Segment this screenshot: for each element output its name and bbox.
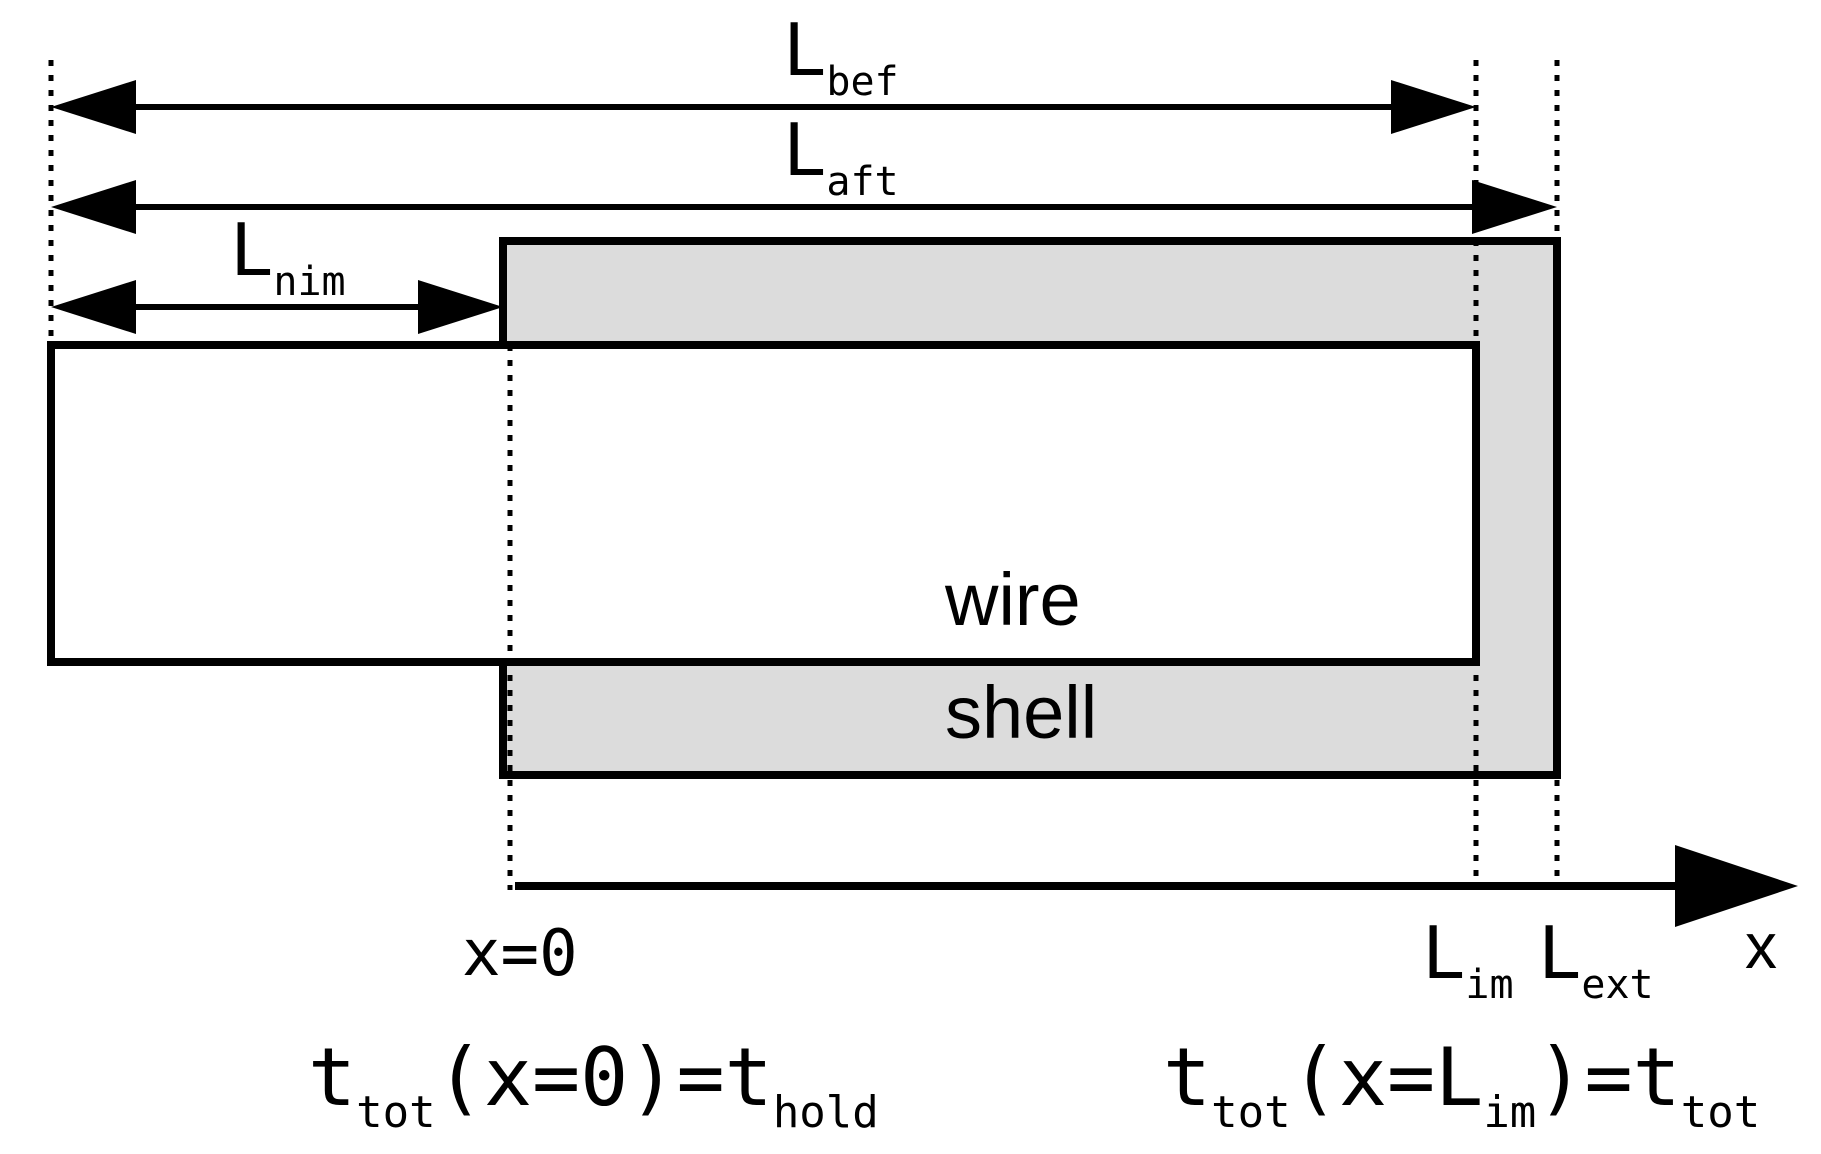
l-nim-arrow [51,280,503,334]
l-bef-arrow [51,80,1476,134]
l-bef-label: Lbef [783,8,899,105]
l-nim-label: Lnim [230,208,346,305]
equation-left: ttot(x=0)=thold [308,1031,879,1138]
shell-outline [499,237,1561,779]
l-ext-label: Lext [1538,911,1654,1008]
equation-right: ttot(x=Lim)=ttot [1163,1031,1760,1138]
l-im-label: Lim [1422,911,1514,1008]
wire-label: wire [944,558,1081,641]
x-axis-label: x [1745,910,1777,982]
l-aft-arrow [51,180,1557,234]
x-zero-label: x=0 [462,917,578,991]
wire-outline [47,341,1480,666]
shell-label: shell [945,671,1097,754]
wire-region [51,345,1476,662]
l-aft-label: Laft [783,108,899,205]
x-axis-arrow [515,845,1798,927]
